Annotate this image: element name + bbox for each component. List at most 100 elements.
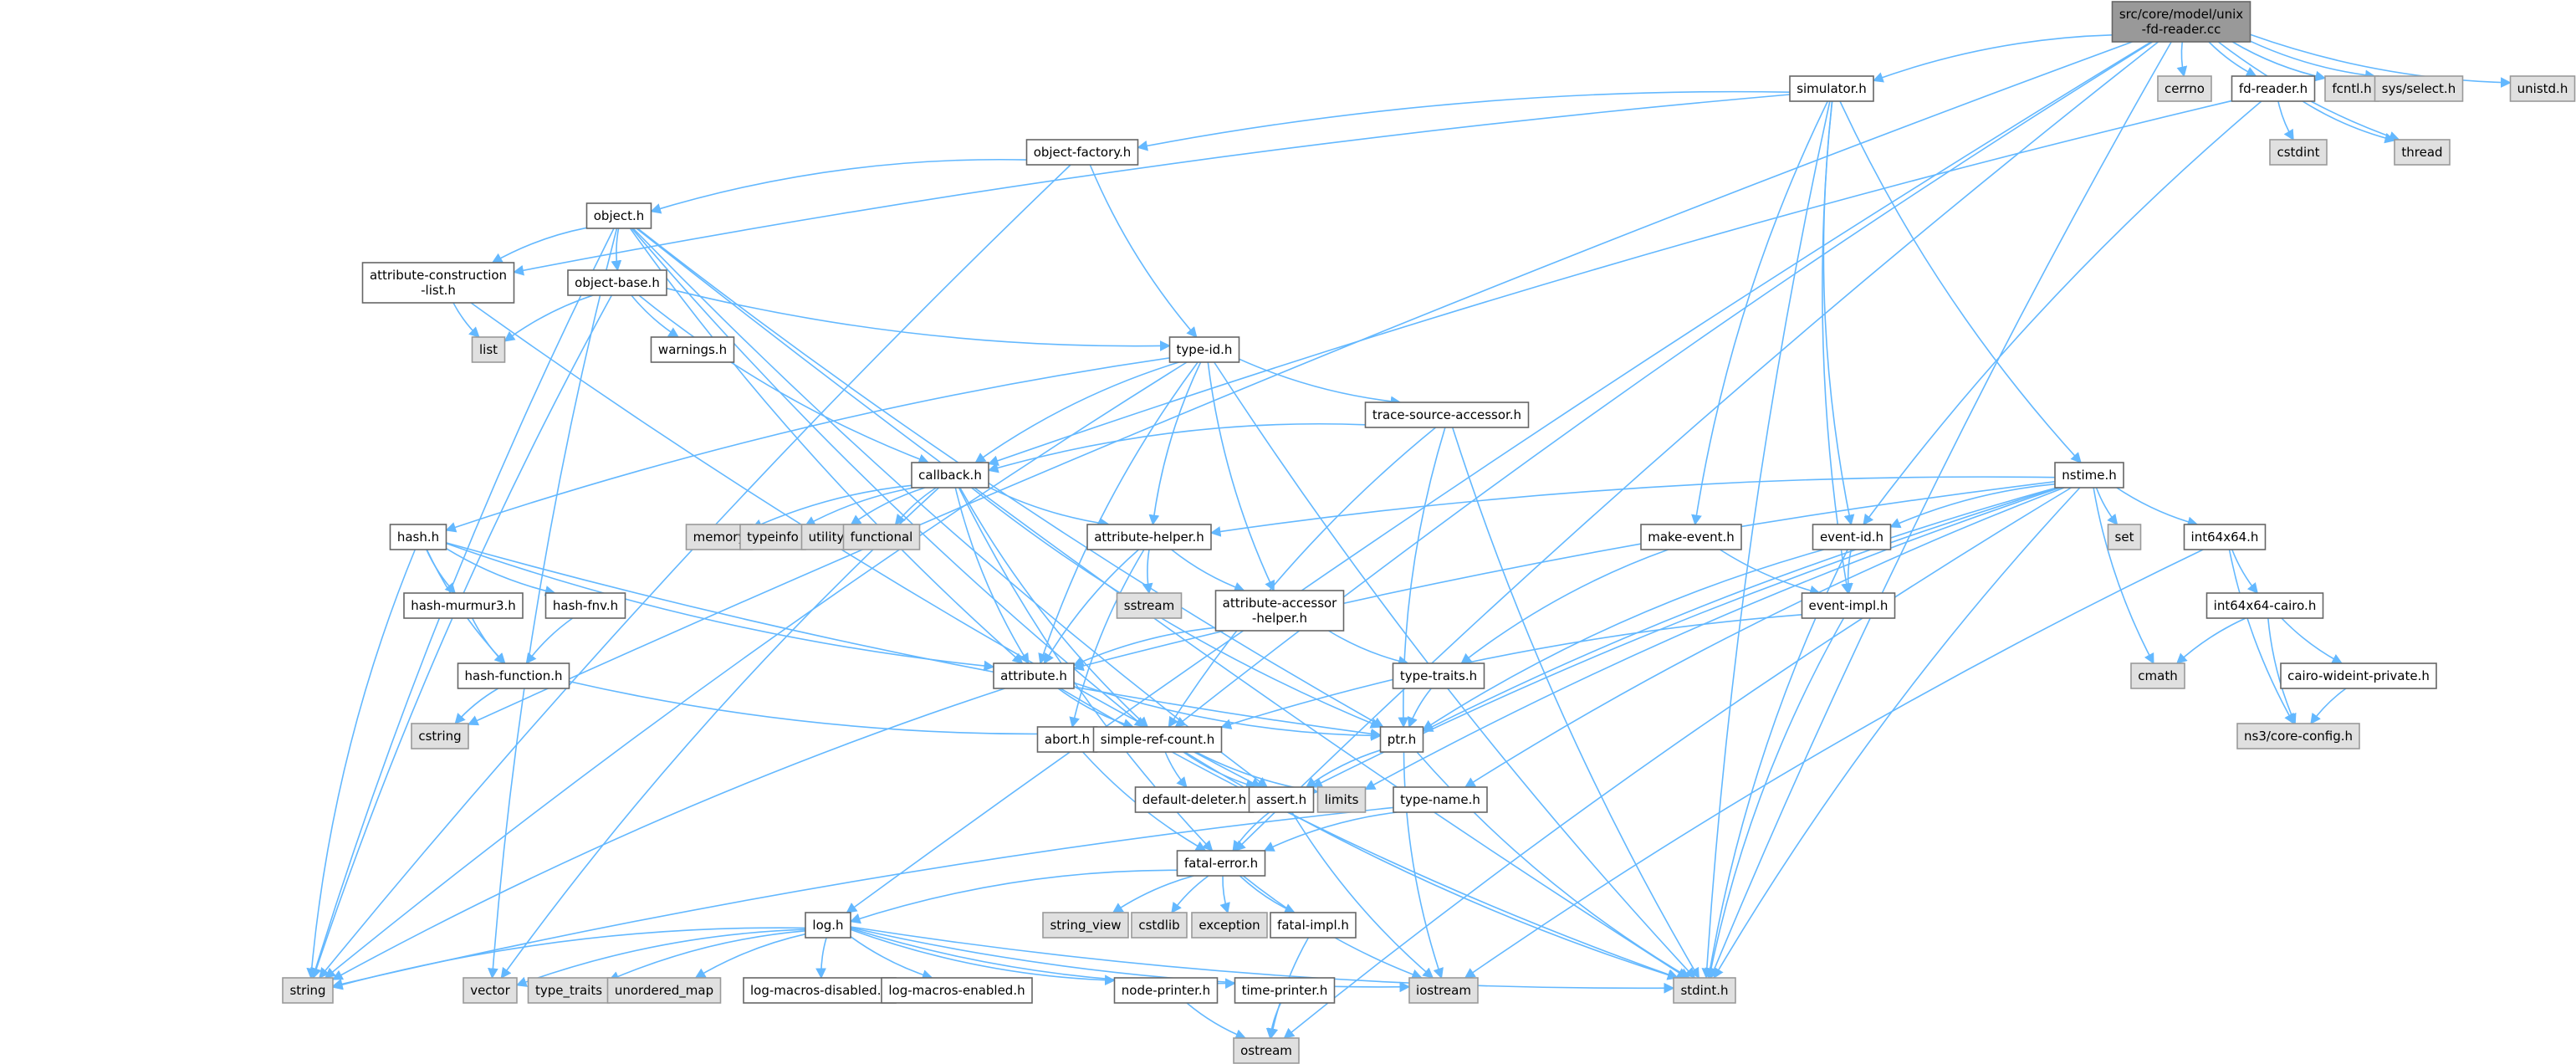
edge-attrhelper-to-attracc	[1171, 549, 1245, 592]
node-box-ptr	[1379, 726, 1424, 753]
node-tsa[interactable]: trace-source-accessor.h	[1364, 402, 1530, 428]
node-label: fcntl.h	[2332, 81, 2371, 96]
node-limits: limits	[1316, 786, 1367, 813]
node-label: src/core/model/unix	[2119, 7, 2243, 22]
node-makeevent[interactable]: make-event.h	[1640, 524, 1742, 550]
node-unistd: unistd.h	[2509, 75, 2576, 102]
node-simpleref[interactable]: simple-ref-count.h	[1092, 726, 1223, 753]
node-box-thread	[2394, 139, 2451, 166]
node-box-objbase	[567, 269, 667, 296]
node-eventimpl[interactable]: event-impl.h	[1801, 592, 1896, 619]
edge-murmur-to-hashfunc	[471, 617, 506, 664]
node-box-fatalimpl	[1270, 912, 1357, 939]
node-label: attribute-construction	[370, 268, 507, 283]
node-typeid[interactable]: type-id.h	[1168, 336, 1240, 363]
node-box-cstdlib	[1131, 912, 1188, 939]
node-box-list	[471, 336, 506, 363]
edge-int64cairo-to-coreconfig	[2267, 617, 2297, 725]
edge-root-to-fatalerror	[1234, 41, 2159, 852]
node-root: src/core/model/unix-fd-reader.cc	[2111, 1, 2251, 43]
node-fnv[interactable]: hash-fnv.h	[544, 592, 626, 619]
node-objfactory[interactable]: object-factory.h	[1025, 139, 1139, 166]
node-label: exception	[1199, 918, 1260, 933]
node-attracc[interactable]: attribute-accessor-helper.h	[1214, 590, 1345, 632]
node-label: cstdint	[2277, 145, 2319, 160]
edge-callback-to-simpleref	[959, 487, 1149, 728]
node-objbase[interactable]: object-base.h	[567, 269, 667, 296]
node-label: hash-fnv.h	[553, 598, 618, 613]
node-box-attracc	[1214, 590, 1345, 632]
node-stdint: stdint.h	[1673, 977, 1736, 1004]
node-box-coreconfig	[2236, 723, 2360, 749]
node-box-nstime	[2054, 462, 2124, 489]
node-eventid[interactable]: event-id.h	[1812, 524, 1892, 550]
node-typeinfo: typeinfo	[739, 524, 806, 550]
node-label: warnings.h	[658, 342, 727, 357]
node-ptr[interactable]: ptr.h	[1379, 726, 1424, 753]
node-int64x64[interactable]: int64x64.h	[2183, 524, 2267, 550]
node-defdel[interactable]: default-deleter.h	[1134, 786, 1255, 813]
node-cairowide[interactable]: cairo-wideint-private.h	[2280, 662, 2437, 689]
node-typetraits[interactable]: type-traits.h	[1392, 662, 1485, 689]
edge-attribute-to-ptr	[1073, 682, 1382, 741]
edge-root-to-simulator	[1872, 34, 2113, 83]
node-box-utility	[800, 524, 852, 550]
edge-object-to-attribute	[629, 228, 1024, 664]
node-fatalerror[interactable]: fatal-error.h	[1176, 850, 1266, 877]
node-murmur[interactable]: hash-murmur3.h	[403, 592, 524, 619]
node-box-eventid	[1812, 524, 1892, 550]
node-box-limits	[1316, 786, 1367, 813]
node-nstime[interactable]: nstime.h	[2054, 462, 2124, 489]
node-log[interactable]: log.h	[805, 912, 851, 939]
node-timeprinter[interactable]: time-printer.h	[1234, 977, 1336, 1004]
node-utility: utility	[800, 524, 852, 550]
node-object[interactable]: object.h	[585, 202, 652, 229]
edge-simpleref-to-limits	[1195, 751, 1319, 796]
node-simulator[interactable]: simulator.h	[1789, 75, 1874, 102]
node-box-simulator	[1789, 75, 1874, 102]
node-warnings[interactable]: warnings.h	[650, 336, 735, 363]
node-typename[interactable]: type-name.h	[1393, 786, 1488, 813]
node-abort[interactable]: abort.h	[1036, 726, 1098, 753]
edge-attracc-to-typetraits	[1328, 630, 1409, 667]
node-callback[interactable]: callback.h	[911, 462, 989, 489]
edge-typeid-to-callback	[974, 361, 1179, 463]
node-assert[interactable]: assert.h	[1248, 786, 1315, 813]
node-logdis[interactable]: log-macros-disabled.h	[743, 977, 897, 1004]
edge-attribute-to-simpleref	[1057, 688, 1135, 729]
edge-simulator-to-objfactory	[1137, 90, 1791, 151]
node-label: event-id.h	[1820, 529, 1883, 545]
node-nodeprinter[interactable]: node-printer.h	[1113, 977, 1219, 1004]
node-fatalimpl[interactable]: fatal-impl.h	[1270, 912, 1357, 939]
node-label: assert.h	[1256, 792, 1306, 807]
node-int64cairo[interactable]: int64x64-cairo.h	[2205, 592, 2324, 619]
edge-typeid-to-tsa	[1239, 358, 1402, 407]
node-attrhelper[interactable]: attribute-helper.h	[1086, 524, 1212, 550]
node-label: callback.h	[918, 468, 982, 483]
node-label: type-traits.h	[1400, 668, 1477, 683]
node-attrcons[interactable]: attribute-construction-list.h	[361, 262, 515, 304]
node-label: object.h	[594, 208, 645, 223]
node-label: ostream	[1240, 1043, 1292, 1058]
node-hash[interactable]: hash.h	[389, 524, 447, 550]
node-attribute[interactable]: attribute.h	[993, 662, 1075, 689]
node-hashfunc[interactable]: hash-function.h	[457, 662, 570, 689]
node-box-assert	[1248, 786, 1315, 813]
node-thread: thread	[2394, 139, 2451, 166]
node-label: string_view	[1050, 918, 1121, 934]
edge-typename-to-fatalerror	[1263, 811, 1398, 852]
node-label: time-printer.h	[1242, 983, 1328, 998]
edge-tsa-to-stdint	[1451, 427, 1699, 980]
edge-nstime-to-attrhelper	[1209, 476, 2056, 537]
node-box-logdis	[743, 977, 897, 1004]
node-box-vector	[463, 977, 518, 1004]
edge-nstime-to-ostream	[1283, 487, 2072, 1039]
edge-nstime-to-cmath	[2093, 487, 2154, 665]
node-fdreader[interactable]: fd-reader.h	[2231, 75, 2316, 102]
node-box-stdint	[1673, 977, 1736, 1004]
node-logen[interactable]: log-macros-enabled.h	[881, 977, 1033, 1004]
node-box-fnv	[544, 592, 626, 619]
node-box-logen	[881, 977, 1033, 1004]
node-cstdlib: cstdlib	[1131, 912, 1188, 939]
edge-root-to-fdreader	[2208, 41, 2257, 77]
